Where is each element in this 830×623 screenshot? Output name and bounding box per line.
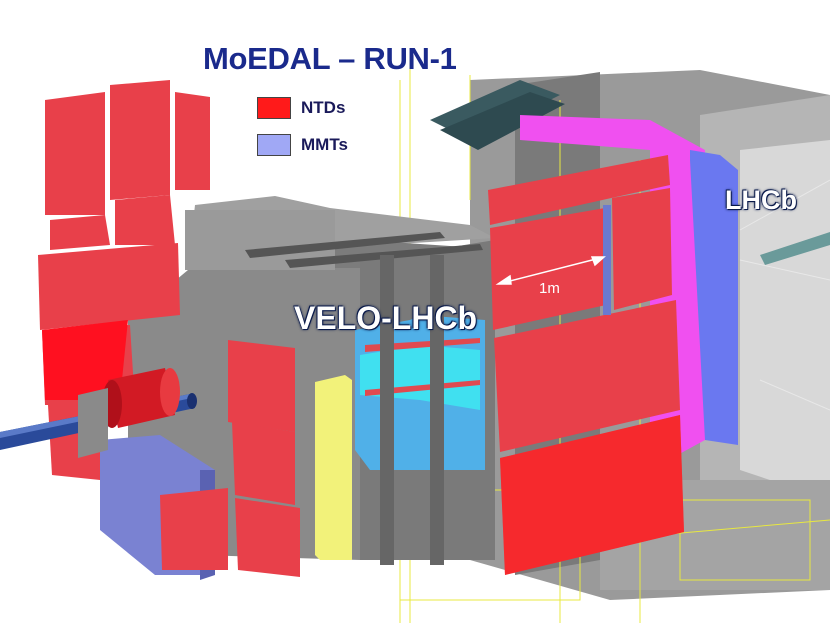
- teal-arm: [760, 232, 830, 265]
- beam-pipe-graphic: [0, 368, 197, 458]
- lhcb-label: LHCb: [725, 185, 797, 215]
- frame-lines: [739, 179, 830, 411]
- dimension-arrow-icon: [495, 256, 606, 285]
- legend-swatch-mmts: [257, 134, 291, 156]
- lhcb-frame-right-dark: [740, 140, 830, 500]
- ntd-center-panels: [228, 340, 300, 577]
- legend-label-mmts: MMTs: [301, 135, 348, 154]
- legend-item-ntds: NTDs: [257, 97, 345, 119]
- slat-array: [430, 80, 565, 150]
- support-poles: [380, 255, 444, 565]
- ntd-right-wall: [488, 155, 684, 575]
- lhcb-blue-station: [690, 150, 738, 445]
- velo-lhcb-label: VELO-LHCb: [294, 300, 478, 336]
- dimension-label: 1m: [539, 280, 560, 297]
- legend-item-mmts: MMTs: [257, 134, 348, 156]
- ntd-left-stack: [38, 80, 210, 480]
- legend-swatch-ntds: [257, 97, 291, 119]
- legend-label-ntds: NTDs: [301, 98, 346, 117]
- page-title: MoEDAL – RUN-1: [203, 41, 457, 76]
- yellow-block: [315, 375, 352, 560]
- ntd-lower-left: [160, 488, 228, 570]
